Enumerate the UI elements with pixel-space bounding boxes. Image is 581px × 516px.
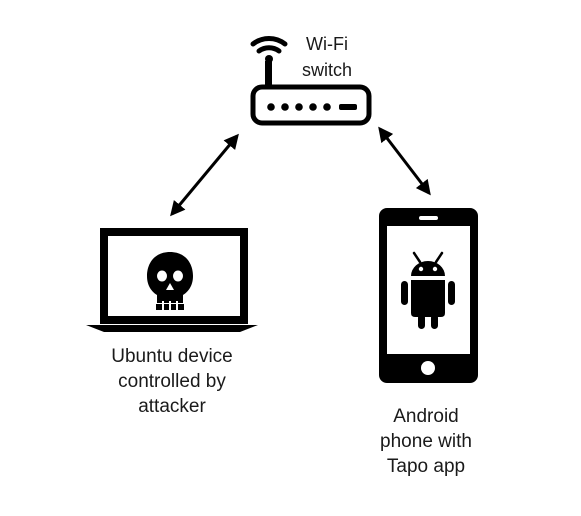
android-robot-icon	[401, 251, 455, 329]
switch-label: Wi-Fi switch	[286, 31, 368, 83]
skull-icon	[147, 252, 193, 310]
ubuntu-label-line: controlled by	[118, 371, 226, 392]
edge-switch-ubuntu	[170, 133, 239, 217]
android-label-line: Android	[393, 406, 459, 427]
android-phone-label: Android phone with Tapo app	[348, 404, 504, 479]
switch-label-line: Wi-Fi	[306, 34, 348, 54]
ubuntu-label-line: Ubuntu device	[111, 346, 233, 367]
ubuntu-device-label: Ubuntu device controlled by attacker	[84, 344, 260, 419]
edge-switch-android	[378, 126, 431, 196]
wifi-router-icon	[250, 36, 372, 126]
android-label-line: phone with	[380, 431, 472, 452]
ubuntu-label-line: attacker	[138, 396, 206, 417]
switch-label-line: switch	[301, 60, 352, 80]
android-label-line: Tapo app	[386, 456, 466, 477]
